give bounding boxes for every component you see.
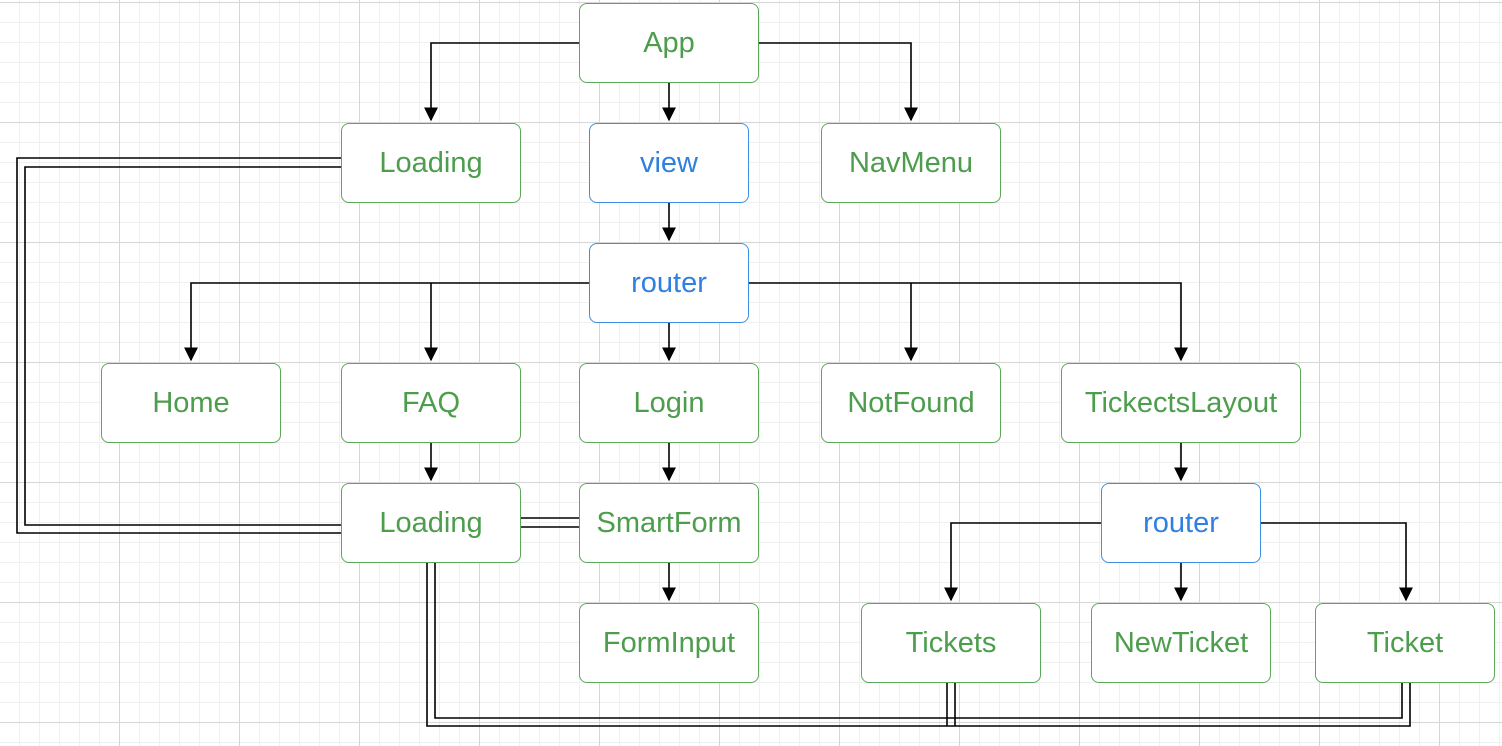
edge-router-to-home	[184, 282, 589, 362]
edge-app-to-navmenu	[759, 42, 918, 122]
node-newticket[interactable]: NewTicket	[1091, 603, 1271, 683]
node-navmenu[interactable]: NavMenu	[821, 123, 1001, 203]
node-forminput[interactable]: FormInput	[579, 603, 759, 683]
node-ticket[interactable]: Ticket	[1315, 603, 1495, 683]
link-loading-to-ticket-inner	[434, 563, 1403, 719]
link-loading-top-to-loading-mid-inner	[24, 166, 341, 526]
edge-app-to-loading	[424, 42, 579, 122]
node-login[interactable]: Login	[579, 363, 759, 443]
node-router-tickets[interactable]: router	[1101, 483, 1261, 563]
edge-router-to-notfound	[749, 282, 1188, 362]
node-smartform[interactable]: SmartForm	[579, 483, 759, 563]
link-loading-top-to-loading-mid-outer	[16, 157, 341, 534]
edge-router-to-ticket	[1261, 522, 1413, 602]
node-notfound[interactable]: NotFound	[821, 363, 1001, 443]
node-tickets[interactable]: Tickets	[861, 603, 1041, 683]
link-loading-to-ticket-outer	[426, 563, 1411, 727]
node-tickectslayout[interactable]: TickectsLayout	[1061, 363, 1301, 443]
node-navmenu-label: NavMenu	[848, 146, 974, 179]
node-app-label: App	[643, 26, 695, 59]
node-faq[interactable]: FAQ	[341, 363, 521, 443]
node-loading-mid[interactable]: Loading	[341, 483, 521, 563]
node-forminput-label: FormInput	[602, 626, 736, 659]
node-ticket-label: Ticket	[1366, 626, 1444, 659]
node-home-label: Home	[152, 386, 230, 419]
node-router-main[interactable]: router	[589, 243, 749, 323]
node-router-tickets-label: router	[1143, 506, 1219, 539]
node-tickectslayout-label: TickectsLayout	[1084, 386, 1278, 419]
node-login-label: Login	[633, 386, 705, 419]
node-tickets-label: Tickets	[905, 626, 997, 659]
node-newticket-label: NewTicket	[1113, 626, 1249, 659]
node-loading-top-label: Loading	[379, 146, 483, 179]
node-view[interactable]: view	[589, 123, 749, 203]
node-app[interactable]: App	[579, 3, 759, 83]
node-smartform-label: SmartForm	[596, 506, 742, 539]
edge-router-to-tickets	[944, 522, 1101, 602]
node-view-label: view	[639, 146, 698, 179]
node-loading-mid-label: Loading	[379, 506, 483, 539]
node-loading-top[interactable]: Loading	[341, 123, 521, 203]
node-faq-label: FAQ	[401, 386, 460, 419]
node-home[interactable]: Home	[101, 363, 281, 443]
node-notfound-label: NotFound	[847, 386, 975, 419]
node-router-main-label: router	[631, 266, 707, 299]
